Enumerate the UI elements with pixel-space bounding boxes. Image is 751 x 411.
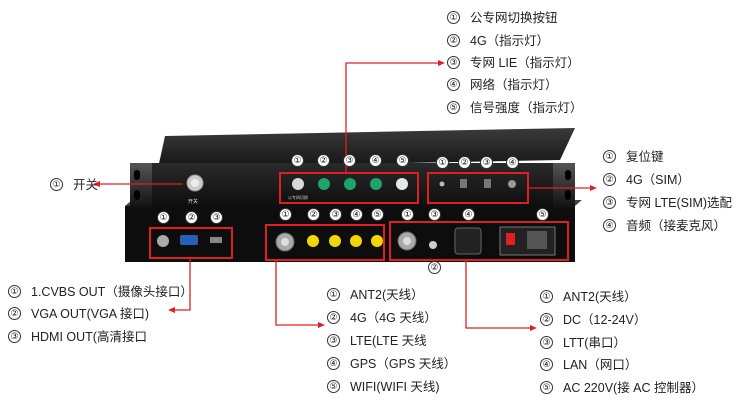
marker-rear-left-1: ① [157, 211, 170, 224]
svg-text:公专网切换: 公专网切换 [288, 194, 308, 200]
video-port-panel [149, 227, 233, 259]
front-indicator-panel [279, 172, 419, 204]
marker-top-2: ② [317, 154, 330, 167]
marker-sim-2: ② [458, 156, 471, 169]
left-rack-ear [130, 163, 152, 208]
antenna-port-panel [265, 224, 385, 261]
marker-rear-right-2: ② [428, 261, 441, 274]
marker-top-5: ⑤ [396, 154, 409, 167]
marker-sim-1: ① [436, 156, 449, 169]
marker-rear-mid-1: ① [279, 208, 292, 221]
marker-sim-3: ③ [480, 156, 493, 169]
marker-rear-left-2: ② [185, 211, 198, 224]
power-button-label: 开关 [188, 199, 199, 205]
marker-rear-right-4: ④ [462, 208, 475, 221]
power-port-panel [389, 221, 569, 261]
right-rack-ear [553, 163, 575, 208]
marker-rear-mid-5: ⑤ [371, 208, 384, 221]
marker-top-4: ④ [369, 154, 382, 167]
marker-sim-4: ④ [506, 156, 519, 169]
marker-top-1: ① [291, 154, 304, 167]
marker-top-3: ③ [343, 154, 356, 167]
marker-rear-right-5: ⑤ [536, 208, 549, 221]
marker-rear-right-1: ① [401, 208, 414, 221]
marker-rear-right-3: ③ [428, 208, 441, 221]
marker-rear-mid-3: ③ [329, 208, 342, 221]
marker-rear-mid-2: ② [307, 208, 320, 221]
marker-rear-mid-4: ④ [350, 208, 363, 221]
marker-rear-left-3: ③ [210, 211, 223, 224]
front-unit-top [158, 128, 575, 168]
